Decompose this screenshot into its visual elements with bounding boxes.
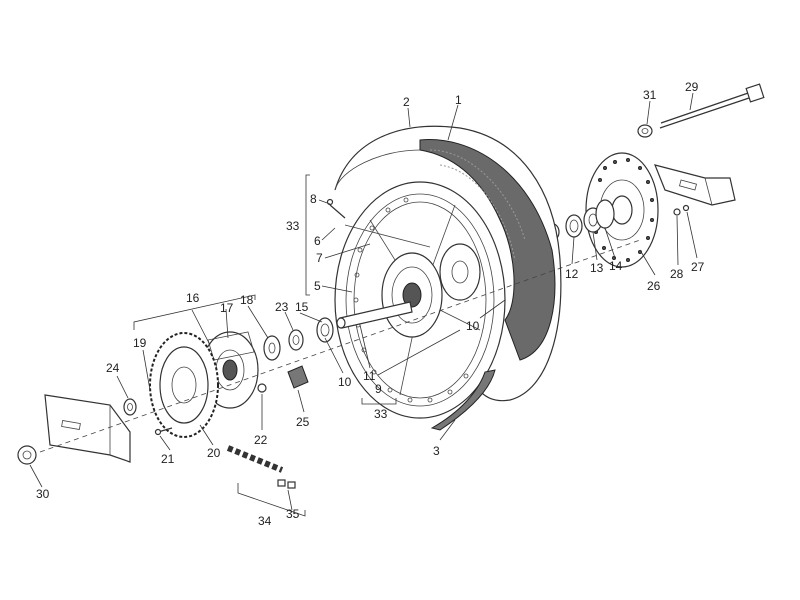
label-1: 1 [455, 93, 462, 107]
axle-part-29 [659, 83, 765, 129]
label-33-bottom: 33 [374, 407, 388, 421]
cush-drive-part-25 [287, 365, 309, 389]
label-11: 11 [363, 369, 376, 383]
label-21: 21 [161, 452, 175, 466]
chain-link-part-35 [277, 479, 296, 489]
label-5: 5 [314, 279, 321, 293]
label-13: 13 [590, 261, 604, 275]
label-22: 22 [254, 433, 268, 447]
sprocket-stud-part-21 [154, 427, 173, 436]
axle-nut-part-30 [17, 445, 37, 465]
label-23: 23 [275, 300, 289, 314]
label-7: 7 [316, 251, 323, 265]
swingarm-right [654, 164, 736, 206]
seal-part-15 [316, 317, 334, 343]
label-17: 17 [220, 301, 234, 315]
label-6: 6 [314, 234, 321, 248]
rim-tape-part-3 [430, 369, 496, 431]
label-25: 25 [296, 415, 310, 429]
label-28: 28 [670, 267, 684, 281]
washer-part-24 [123, 398, 137, 416]
sprocket-nut-part-22 [257, 383, 267, 393]
label-3: 3 [433, 444, 440, 458]
label-27: 27 [691, 260, 705, 274]
chain-part-34 [226, 445, 284, 473]
label-31: 31 [643, 88, 657, 102]
group-brackets [133, 174, 397, 517]
part-labels: 1 2 3 5 6 7 8 9 10 10 11 12 13 14 15 16 … [36, 80, 705, 528]
label-16: 16 [186, 291, 200, 305]
label-9: 9 [375, 382, 382, 396]
nut-part-31 [637, 124, 653, 138]
label-10-bottom: 10 [338, 375, 352, 389]
sprocket-part-20 [149, 332, 219, 438]
bearing-parts-18-23 [263, 329, 304, 361]
label-24: 24 [106, 361, 120, 375]
label-35: 35 [286, 507, 300, 521]
label-2: 2 [403, 95, 410, 109]
axle-spacer-parts-10-11 [336, 301, 413, 329]
leader-lines [29, 92, 698, 511]
label-33-top: 33 [286, 219, 300, 233]
brake-disc-part-26 [585, 152, 659, 268]
label-29: 29 [685, 80, 699, 94]
label-14: 14 [609, 259, 623, 273]
label-19: 19 [133, 336, 147, 350]
label-18: 18 [240, 293, 254, 307]
label-26: 26 [647, 279, 661, 293]
label-20: 20 [207, 446, 221, 460]
label-10-top: 10 [466, 319, 480, 333]
swingarm-left [44, 394, 131, 463]
disc-bolts-parts-27-28 [673, 204, 690, 216]
label-8: 8 [310, 192, 317, 206]
label-15: 15 [295, 300, 309, 314]
label-34: 34 [258, 514, 272, 528]
label-30: 30 [36, 487, 50, 501]
valve-parts-6-8 [326, 198, 431, 248]
axis-line [39, 239, 641, 453]
label-12: 12 [565, 267, 579, 281]
